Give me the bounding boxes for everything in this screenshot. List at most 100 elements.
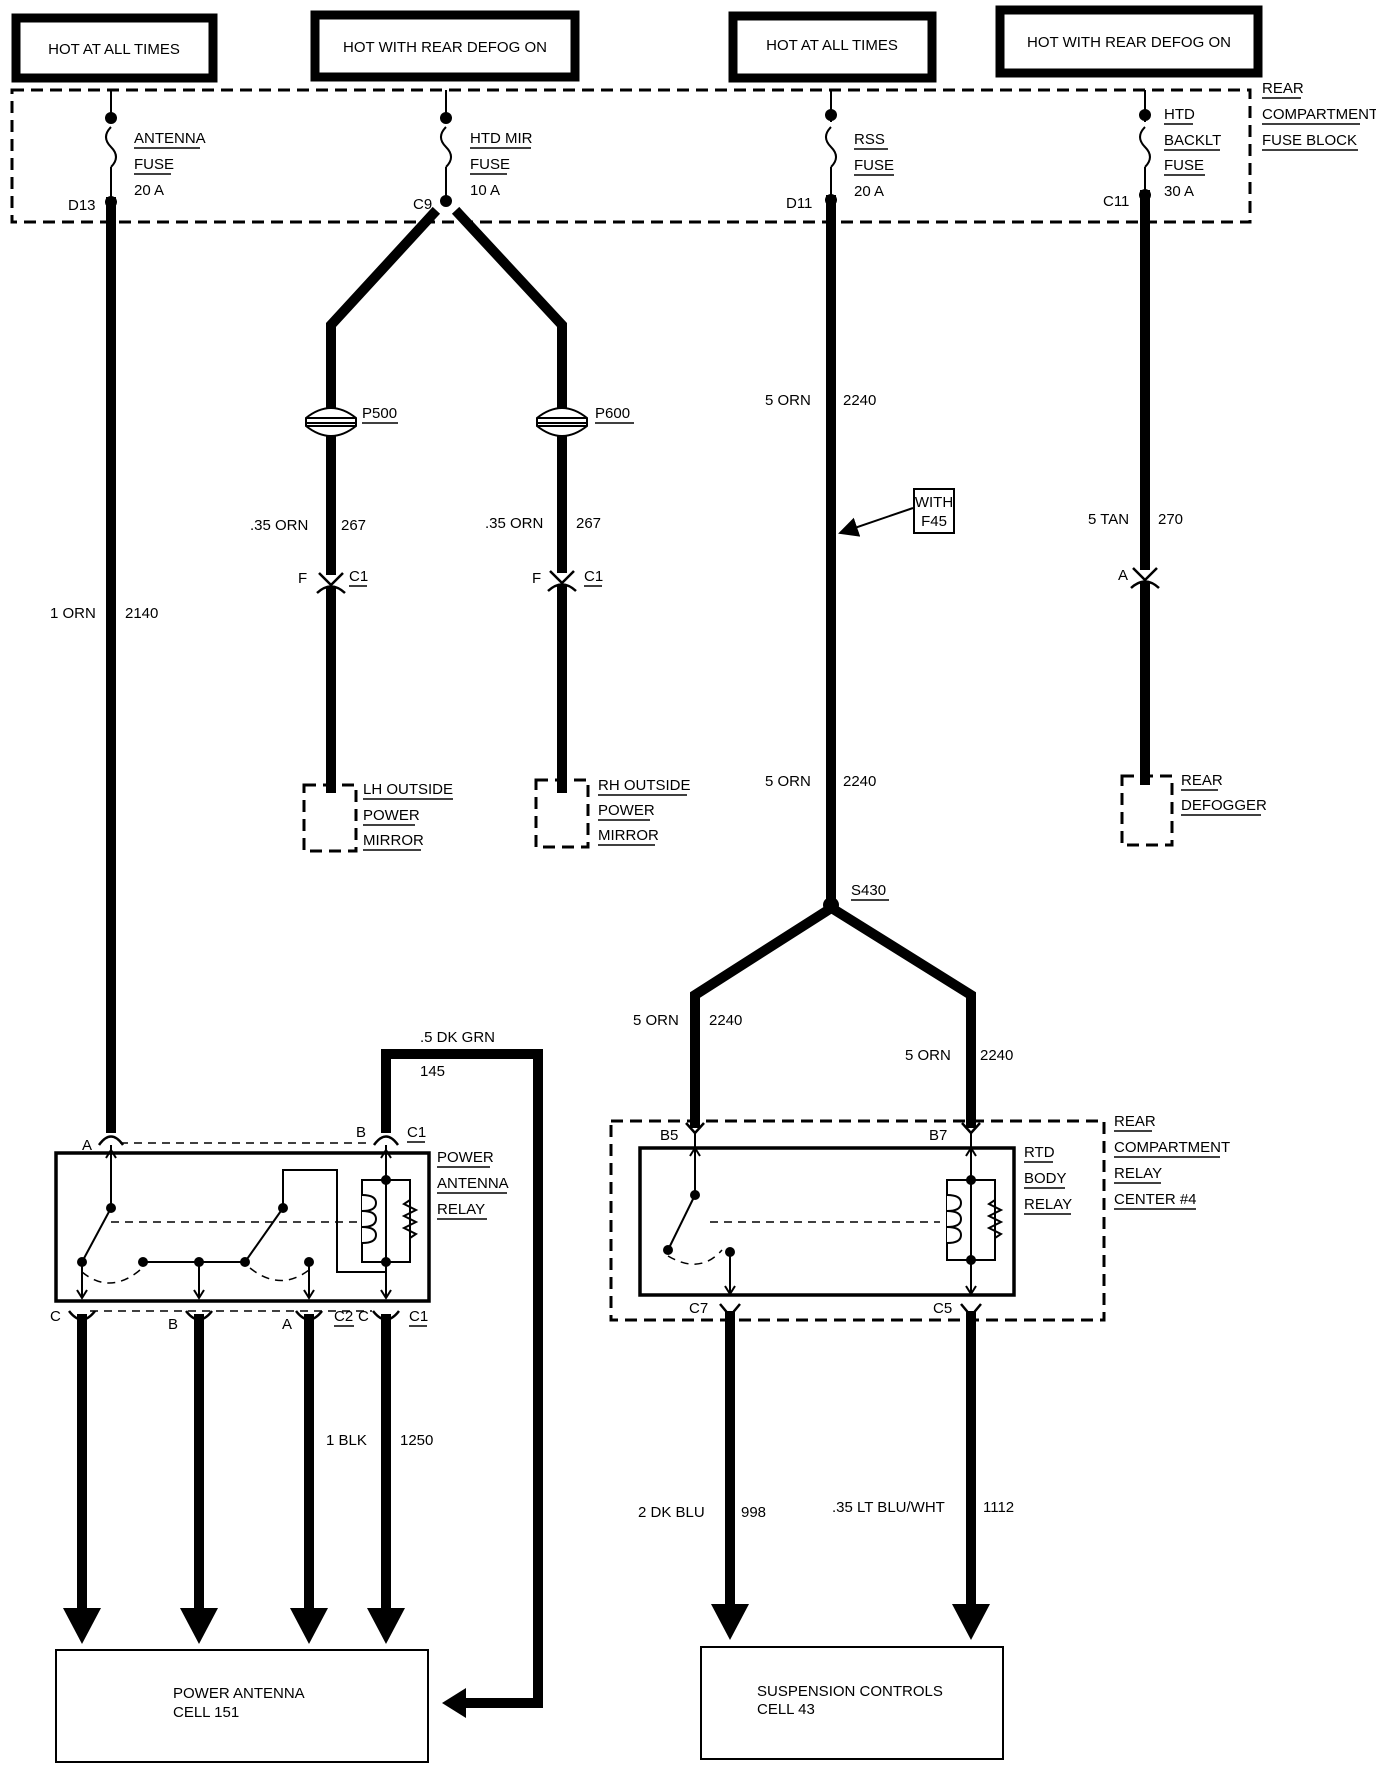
svg-text:1250: 1250: [400, 1432, 433, 1449]
svg-text:C1: C1: [584, 568, 603, 585]
svg-text:.35 ORN: .35 ORN: [250, 517, 308, 534]
svg-text:DEFOGGER: DEFOGGER: [1181, 797, 1267, 814]
svg-text:POWER: POWER: [363, 807, 420, 824]
svg-text:C: C: [358, 1308, 369, 1325]
svg-text:P500: P500: [362, 405, 397, 422]
svg-text:BACKLT: BACKLT: [1164, 132, 1221, 149]
svg-text:HOT WITH REAR DEFOG ON: HOT WITH REAR DEFOG ON: [1027, 34, 1231, 51]
splice-s430: S430 5 ORN 2240 5 ORN 2240: [633, 882, 1013, 1128]
svg-text:RSS: RSS: [854, 131, 885, 148]
svg-text:SUSPENSION CONTROLS: SUSPENSION CONTROLS: [757, 1683, 943, 1700]
svg-text:C: C: [50, 1308, 61, 1325]
svg-text:REAR: REAR: [1181, 772, 1223, 789]
wire-267-branches: [326, 206, 567, 793]
svg-text:A: A: [1118, 567, 1128, 584]
with-f45-callout: WITH F45: [838, 488, 955, 537]
svg-text:MIRROR: MIRROR: [363, 832, 424, 849]
svg-text:1 ORN: 1 ORN: [50, 605, 96, 622]
svg-text:RELAY: RELAY: [437, 1201, 485, 1218]
svg-text:2240: 2240: [843, 392, 876, 409]
svg-text:COMPARTMENT: COMPARTMENT: [1262, 106, 1376, 123]
svg-text:D13: D13: [68, 197, 96, 214]
svg-text:F45: F45: [921, 513, 947, 530]
svg-text:B: B: [356, 1124, 366, 1141]
svg-text:2240: 2240: [709, 1012, 742, 1029]
rear-defogger: REAR DEFOGGER: [1120, 772, 1267, 847]
svg-text:145: 145: [420, 1063, 445, 1080]
svg-text:2140: 2140: [125, 605, 158, 622]
rh-outside-power-mirror: RH OUTSIDE POWER MIRROR: [534, 777, 691, 849]
svg-text:1 BLK: 1 BLK: [326, 1432, 367, 1449]
antenna-relay-output-wires: 1 BLK 1250: [63, 1314, 433, 1644]
svg-text:5 TAN: 5 TAN: [1088, 511, 1129, 528]
svg-text:C7: C7: [689, 1300, 708, 1317]
svg-text:C1: C1: [407, 1124, 426, 1141]
svg-text:267: 267: [576, 515, 601, 532]
svg-text:.35 ORN: .35 ORN: [485, 515, 543, 532]
svg-text:C1: C1: [409, 1308, 428, 1325]
svg-text:F: F: [532, 570, 541, 587]
rtd-relay-output-wires: 2 DK BLU 998 .35 LT BLU/WHT 1112: [638, 1311, 1014, 1640]
svg-text:HOT AT ALL TIMES: HOT AT ALL TIMES: [766, 37, 898, 54]
svg-text:S430: S430: [851, 882, 886, 899]
svg-text:C1: C1: [349, 568, 368, 585]
svg-text:B7: B7: [929, 1127, 947, 1144]
svg-text:POWER: POWER: [598, 802, 655, 819]
svg-text:HOT AT ALL TIMES: HOT AT ALL TIMES: [48, 41, 180, 58]
svg-text:A: A: [82, 1137, 92, 1154]
svg-text:CELL 151: CELL 151: [173, 1704, 239, 1721]
svg-text:HTD: HTD: [1164, 106, 1195, 123]
svg-text:CELL 43: CELL 43: [757, 1701, 815, 1718]
svg-text:.5 DK GRN: .5 DK GRN: [420, 1029, 495, 1046]
wire-2140: 1 ORN 2140: [50, 197, 158, 1133]
svg-text:5 ORN: 5 ORN: [633, 1012, 679, 1029]
htd-backlt-fuse: HTD BACKLT FUSE 30 A C11: [1103, 90, 1221, 210]
svg-text:.35 LT BLU/WHT: .35 LT BLU/WHT: [832, 1499, 945, 1516]
power-antenna-relay: A B C1: [50, 1124, 509, 1333]
svg-text:POWER ANTENNA: POWER ANTENNA: [173, 1685, 305, 1702]
svg-text:FUSE BLOCK: FUSE BLOCK: [1262, 132, 1357, 149]
svg-text:A: A: [282, 1316, 292, 1333]
svg-text:RELAY: RELAY: [1024, 1196, 1072, 1213]
fuse-block-label: REAR COMPARTMENT FUSE BLOCK: [1262, 80, 1376, 151]
rss-fuse: RSS FUSE 20 A D11: [786, 90, 894, 212]
svg-text:REAR: REAR: [1114, 1113, 1156, 1130]
antenna-fuse: ANTENNA FUSE 20 A D13: [68, 90, 206, 214]
svg-text:C11: C11: [1103, 193, 1129, 210]
svg-text:BODY: BODY: [1024, 1170, 1067, 1187]
wire-270: 5 TAN 270 A: [1088, 190, 1183, 785]
svg-text:1112: 1112: [983, 1499, 1014, 1516]
suspension-controls-cell-43: SUSPENSION CONTROLS CELL 43: [700, 1646, 1004, 1760]
svg-text:C2: C2: [334, 1308, 353, 1325]
svg-text:20 A: 20 A: [854, 183, 884, 200]
header-hot-at-all-times-1: HOT AT ALL TIMES: [11, 13, 218, 83]
svg-text:FUSE: FUSE: [470, 156, 510, 173]
header-hot-with-rear-defog-on-1: HOT WITH REAR DEFOG ON: [310, 10, 580, 82]
p600-grommet: P600: [536, 405, 634, 437]
svg-text:FUSE: FUSE: [854, 157, 894, 174]
svg-text:FUSE: FUSE: [1164, 157, 1204, 174]
svg-text:C5: C5: [933, 1300, 952, 1317]
wire-267-lh-label: .35 ORN 267: [250, 517, 366, 534]
svg-text:F: F: [298, 570, 307, 587]
svg-text:10 A: 10 A: [470, 182, 500, 199]
svg-text:2240: 2240: [980, 1047, 1013, 1064]
connector-c1-rh: F C1: [532, 568, 603, 592]
wire-145: .5 DK GRN 145: [381, 1029, 543, 1718]
svg-text:D11: D11: [786, 195, 812, 212]
wire-267-rh-label: .35 ORN 267: [485, 515, 601, 532]
wire-2240-main: 5 ORN 2240 5 ORN 2240: [765, 195, 876, 910]
svg-text:B: B: [168, 1316, 178, 1333]
svg-text:COMPARTMENT: COMPARTMENT: [1114, 1139, 1230, 1156]
svg-text:5 ORN: 5 ORN: [905, 1047, 951, 1064]
svg-text:998: 998: [741, 1504, 766, 1521]
svg-text:267: 267: [341, 517, 366, 534]
connector-c1-lh: F C1: [298, 568, 368, 594]
htd-mir-fuse: HTD MIR FUSE 10 A C9: [413, 90, 533, 213]
svg-text:POWER: POWER: [437, 1149, 494, 1166]
svg-text:HOT WITH REAR DEFOG ON: HOT WITH REAR DEFOG ON: [343, 39, 547, 56]
svg-text:20 A: 20 A: [134, 182, 164, 199]
svg-text:30 A: 30 A: [1164, 183, 1194, 200]
svg-text:RTD: RTD: [1024, 1144, 1055, 1161]
